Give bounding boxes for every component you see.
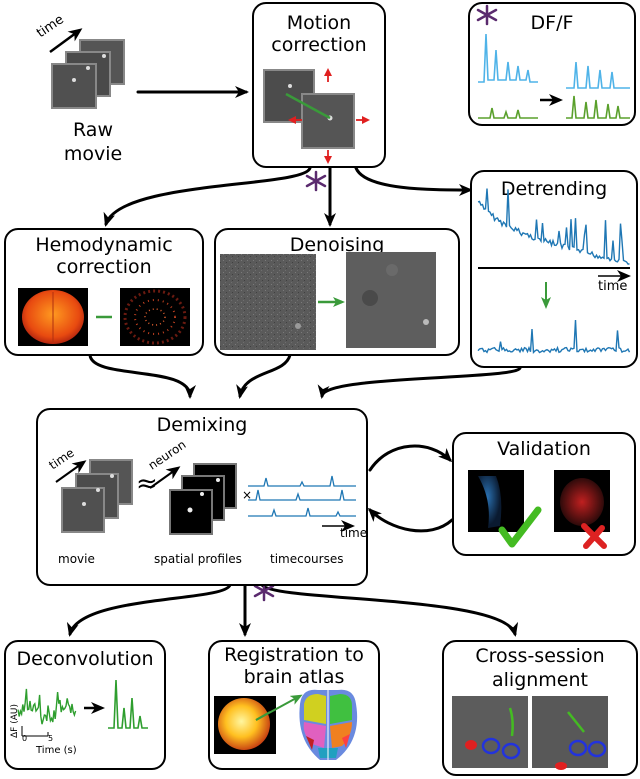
arrow-denoising-to-demixing xyxy=(236,353,292,399)
arrow-motion-to-detrending xyxy=(354,166,473,196)
arrow-demixing-to-deconvolution xyxy=(66,583,232,637)
arrow-motion-to-hemodynamic xyxy=(103,166,312,227)
motion-correction-title: Motion correction xyxy=(271,12,367,56)
times-symbol: × xyxy=(242,488,253,502)
demixing-caption-timecourses: timecourses xyxy=(270,552,344,566)
brain-atlas-image xyxy=(299,689,358,760)
deconvolution-tick-5: 5 xyxy=(48,734,54,743)
arrow-hemodynamic-to-demixing xyxy=(88,353,196,399)
raw-movie-caption: Raw movie xyxy=(63,119,123,165)
asterisk-icon xyxy=(476,4,498,26)
validation-title: Validation xyxy=(497,438,591,460)
denoising-title: Denoising xyxy=(289,234,385,256)
dff-title: DF/F xyxy=(530,12,574,34)
registration-title: Registration to brain atlas xyxy=(224,644,364,688)
check-icon xyxy=(498,506,542,548)
asterisk-icon xyxy=(305,170,327,192)
demixing-title: Demixing xyxy=(156,414,248,436)
detrending-axis-label: time xyxy=(598,279,628,294)
deconvolution-tick-0: 0 xyxy=(22,734,28,743)
demixing-caption-movie: movie xyxy=(58,552,95,566)
cross-session-title: Cross-session alignment xyxy=(475,645,605,691)
demixing-caption-spatial: spatial profiles xyxy=(154,552,242,566)
detrend-raw-trace xyxy=(477,188,630,265)
cross-icon xyxy=(581,523,607,549)
arrow-validation-to-demixing xyxy=(367,507,454,533)
approx-symbol: ≈ xyxy=(136,469,158,499)
deconvolution-title: Deconvolution xyxy=(16,648,154,670)
arrow-demixing-to-validation xyxy=(368,444,453,472)
arrow-detrending-to-demixing xyxy=(317,366,522,399)
deconvolution-raw-trace xyxy=(17,688,77,725)
detrending-title: Detrending xyxy=(500,178,608,200)
deconvolution-xlabel: Time (s) xyxy=(36,745,77,756)
detrend-corrected-trace xyxy=(477,319,631,354)
hemodynamic-correction-title: Hemodynamic correction xyxy=(35,234,173,278)
time-arrow xyxy=(49,28,83,54)
arrow-demixing-to-cross-session xyxy=(260,583,519,637)
